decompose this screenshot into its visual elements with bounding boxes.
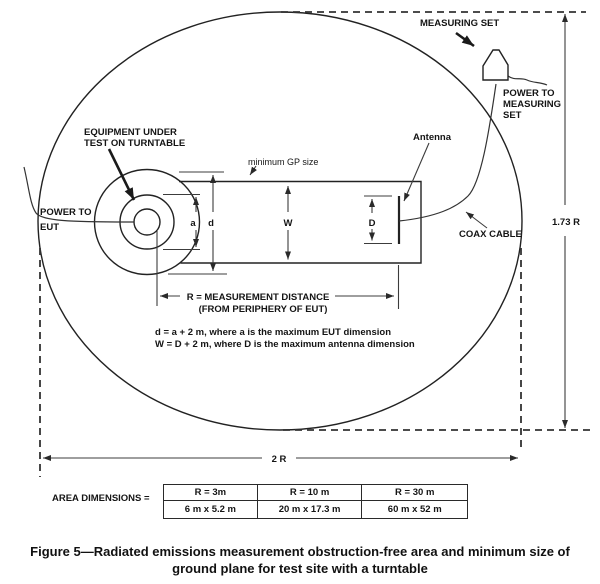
coax-cable-arrow bbox=[465, 211, 488, 229]
minimum-gp-arrow bbox=[249, 165, 257, 176]
table-header-row: R = 3m R = 10 m R = 30 m bbox=[163, 484, 468, 501]
dim-d-ticks bbox=[168, 171, 227, 275]
equipment-under-test-label-line1: EQUIPMENT UNDER bbox=[84, 127, 177, 138]
table-value-row: 6 m x 5.2 m 20 m x 17.3 m 60 m x 52 m bbox=[163, 500, 468, 519]
antenna-label: Antenna bbox=[413, 132, 452, 143]
dim-bigd-label: D bbox=[369, 218, 376, 229]
eut-arrow bbox=[107, 148, 136, 201]
figure-caption-line1: Figure 5—Radiated emissions measurement … bbox=[30, 544, 570, 559]
table-value-r3: 6 m x 5.2 m bbox=[163, 500, 258, 519]
table-header-r3: R = 3m bbox=[163, 484, 258, 501]
power-to-measuring-set-label-line1: POWER TO bbox=[503, 88, 555, 99]
dim-2r-label: 2 R bbox=[272, 454, 287, 465]
table-header-r10: R = 10 m bbox=[256, 484, 363, 501]
measurement-distance-label-line1: R = MEASUREMENT DISTANCE bbox=[187, 292, 330, 303]
dim-d-label: d bbox=[208, 218, 214, 229]
table-value-r10: 20 m x 17.3 m bbox=[256, 500, 363, 519]
figure-caption: Figure 5—Radiated emissions measurement … bbox=[0, 543, 600, 577]
table-header-r30: R = 30 m bbox=[361, 484, 468, 501]
dim-a-label: a bbox=[190, 218, 196, 229]
power-to-measuring-set-label-line2: MEASURING bbox=[503, 99, 561, 110]
dim-r-extension-lines bbox=[156, 231, 400, 309]
power-to-eut-label-line2: EUT bbox=[40, 222, 59, 233]
eut-circle bbox=[133, 208, 161, 236]
dim-1-73r-label: 1.73 R bbox=[552, 217, 580, 228]
measurement-distance-label-line2: (FROM PERIPHERY OF EUT) bbox=[199, 304, 328, 315]
power-to-eut-label-line1: POWER TO bbox=[40, 207, 92, 218]
measuring-set-box bbox=[482, 49, 509, 81]
coax-cable-label: COAX CABLE bbox=[459, 229, 522, 240]
dim-bigd-ticks bbox=[364, 195, 392, 245]
power-to-measuring-set-label-line3: SET bbox=[503, 110, 522, 121]
coax-cable-line bbox=[398, 83, 497, 222]
dim-w-label: W bbox=[284, 218, 293, 229]
ground-plane-outline bbox=[179, 180, 422, 264]
table-value-r30: 60 m x 52 m bbox=[361, 500, 468, 519]
equipment-under-test-label-line2: TEST ON TURNTABLE bbox=[84, 138, 185, 149]
area-dimensions-table: R = 3m R = 10 m R = 30 m 6 m x 5.2 m 20 … bbox=[163, 484, 468, 519]
obstruction-free-area-ellipse bbox=[37, 11, 523, 431]
antenna-arrow bbox=[403, 142, 430, 202]
measuring-set-arrow bbox=[455, 31, 475, 48]
measuring-set-label: MEASURING SET bbox=[420, 18, 499, 29]
equation-w: W = D + 2 m, where D is the maximum ante… bbox=[155, 339, 415, 350]
equation-d: d = a + 2 m, where a is the maximum EUT … bbox=[155, 327, 391, 338]
figure-caption-line2: ground plane for test site with a turnta… bbox=[172, 561, 428, 576]
area-dimensions-label: AREA DIMENSIONS = bbox=[52, 493, 150, 504]
power-to-measuring-set-cable bbox=[507, 75, 548, 86]
minimum-gp-size-label: minimum GP size bbox=[248, 157, 318, 167]
power-to-eut-cable bbox=[23, 166, 135, 223]
dim-a-ticks bbox=[163, 193, 200, 251]
